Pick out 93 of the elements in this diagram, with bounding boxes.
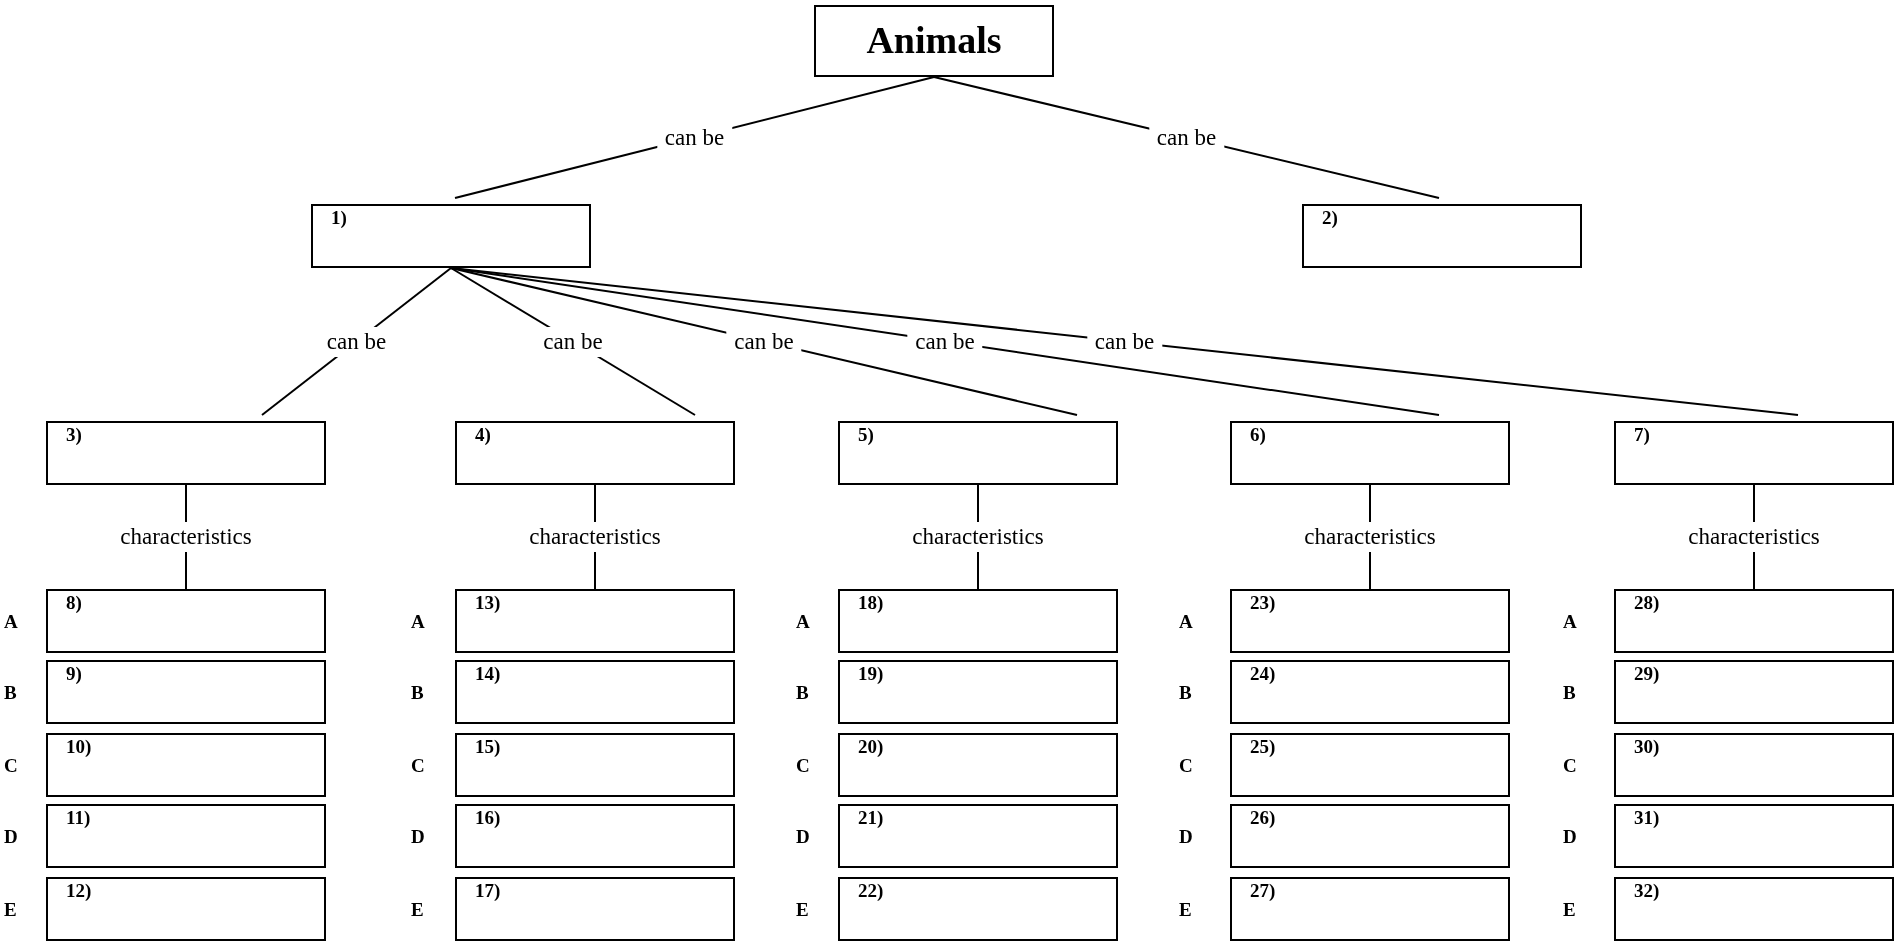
answer-box [1230, 421, 1510, 485]
answer-box [1614, 733, 1894, 797]
item-number: 7) [1634, 425, 1650, 446]
row-letter: B [1179, 682, 1192, 704]
answer-box [838, 421, 1118, 485]
row-letter: D [411, 826, 425, 848]
row-letter: E [1563, 899, 1576, 921]
connector-line [450, 267, 1799, 416]
answer-box [838, 733, 1118, 797]
answer-box [455, 421, 735, 485]
answer-box [1614, 877, 1894, 941]
item-number: 2) [1322, 208, 1338, 229]
answer-box [455, 589, 735, 653]
row-letter: A [4, 611, 18, 633]
answer-box [455, 660, 735, 724]
item-number: 5) [858, 425, 874, 446]
item-number: 12) [66, 881, 92, 902]
item-number: 26) [1250, 808, 1276, 829]
box-title: Animals [866, 20, 1002, 62]
item-number: 8) [66, 593, 82, 614]
item-number: 28) [1634, 593, 1660, 614]
item-number: 14) [475, 664, 501, 685]
item-number: 18) [858, 593, 884, 614]
item-number: 13) [475, 593, 501, 614]
item-number: 9) [66, 664, 82, 685]
answer-box [1230, 589, 1510, 653]
row-letter: D [1179, 826, 1193, 848]
answer-box [1614, 589, 1894, 653]
answer-box [1230, 660, 1510, 724]
item-number: 11) [66, 808, 91, 829]
answer-box [1230, 804, 1510, 868]
answer-box [46, 660, 326, 724]
answer-box [311, 204, 591, 268]
row-letter: C [4, 755, 18, 777]
row-letter: E [796, 899, 809, 921]
row-letter: C [411, 755, 425, 777]
row-letter: B [1563, 682, 1576, 704]
item-number: 32) [1634, 881, 1660, 902]
item-number: 6) [1250, 425, 1266, 446]
row-letter: A [796, 611, 810, 633]
title-box [814, 5, 1054, 77]
row-letter: E [1179, 899, 1192, 921]
answer-box [1302, 204, 1582, 268]
item-number: 25) [1250, 737, 1276, 758]
answer-box [46, 804, 326, 868]
answer-box [838, 660, 1118, 724]
answer-box [455, 804, 735, 868]
answer-box [838, 877, 1118, 941]
row-letter: E [411, 899, 424, 921]
row-letter: C [796, 755, 810, 777]
item-number: 31) [1634, 808, 1660, 829]
answer-box [46, 421, 326, 485]
row-letter: A [411, 611, 425, 633]
row-letter: B [4, 682, 17, 704]
answer-box [1614, 660, 1894, 724]
answer-box [1230, 733, 1510, 797]
row-letter: C [1563, 755, 1577, 777]
item-number: 21) [858, 808, 884, 829]
answer-box [46, 589, 326, 653]
row-letter: C [1179, 755, 1193, 777]
item-number: 22) [858, 881, 884, 902]
row-letter: A [1563, 611, 1577, 633]
row-letter: E [4, 899, 17, 921]
item-number: 30) [1634, 737, 1660, 758]
answer-box [1614, 804, 1894, 868]
row-letter: D [796, 826, 810, 848]
answer-box [455, 733, 735, 797]
answer-box [838, 804, 1118, 868]
row-letter: D [1563, 826, 1577, 848]
answer-box [838, 589, 1118, 653]
row-letter: B [796, 682, 809, 704]
item-number: 17) [475, 881, 501, 902]
item-number: 16) [475, 808, 501, 829]
item-number: 4) [475, 425, 491, 446]
item-number: 19) [858, 664, 884, 685]
row-letter: A [1179, 611, 1193, 633]
row-letter: B [411, 682, 424, 704]
answer-box [46, 877, 326, 941]
answer-box [455, 877, 735, 941]
connector-line [450, 267, 1078, 416]
item-number: 20) [858, 737, 884, 758]
answer-box [1614, 421, 1894, 485]
item-number: 23) [1250, 593, 1276, 614]
item-number: 27) [1250, 881, 1276, 902]
item-number: 15) [475, 737, 501, 758]
item-number: 3) [66, 425, 82, 446]
answer-box [46, 733, 326, 797]
item-number: 29) [1634, 664, 1660, 685]
item-number: 10) [66, 737, 92, 758]
item-number: 1) [331, 208, 347, 229]
item-number: 24) [1250, 664, 1276, 685]
answer-box [1230, 877, 1510, 941]
row-letter: D [4, 826, 18, 848]
